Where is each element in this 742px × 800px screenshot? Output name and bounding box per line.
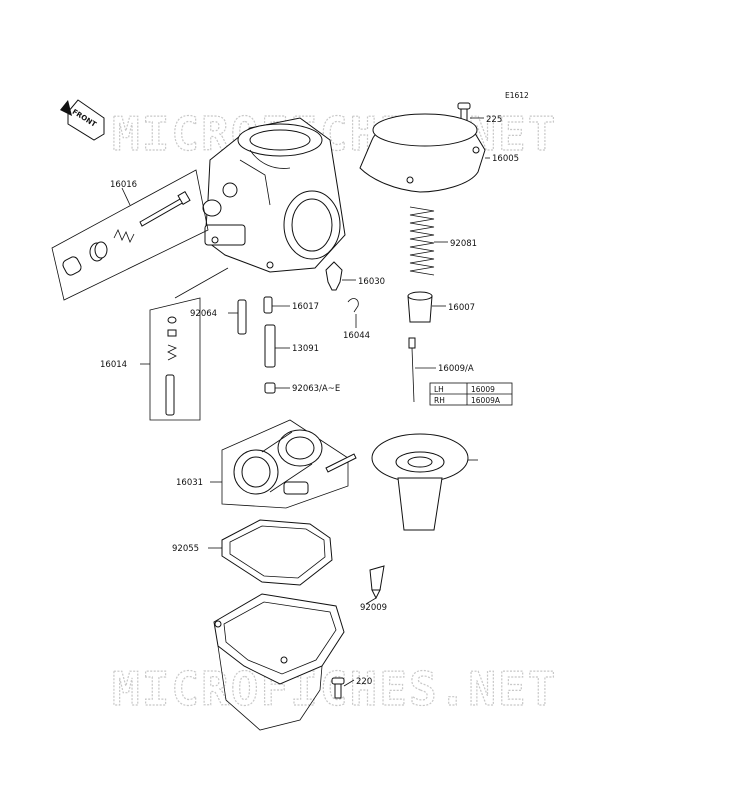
- part-16014-label: 16014: [100, 360, 127, 370]
- part-92055-label: 92055: [172, 544, 199, 554]
- part-16017: 16017: [263, 296, 319, 314]
- float-bowl: [213, 593, 345, 731]
- variant-row-1-side: LH: [434, 385, 444, 394]
- part-92009-label: 92009: [360, 603, 387, 613]
- front-arrow-icon: FRONT: [60, 99, 105, 141]
- part-92081: 92081: [409, 206, 477, 276]
- watermark-bottom: MICROFICHES.NET: [112, 662, 557, 716]
- part-92055: 92055: [172, 519, 333, 586]
- part-16009a-label: 16009/A: [438, 364, 474, 374]
- part-220-label: 220: [356, 677, 372, 687]
- part-16017-label: 16017: [292, 302, 319, 312]
- variant-row-2-part: 16009A: [471, 396, 501, 405]
- part-220: 220: [331, 677, 372, 699]
- part-92009: 92009: [360, 565, 387, 613]
- part-16030-label: 16030: [358, 277, 385, 287]
- part-92081-label: 92081: [450, 239, 477, 249]
- part-16005: 16005: [359, 113, 519, 193]
- part-16044: 16044: [343, 298, 370, 341]
- variant-row-2-side: RH: [434, 396, 445, 405]
- part-16044-label: 16044: [343, 331, 370, 341]
- part-13091: 13091: [264, 324, 319, 368]
- part-16030: 16030: [325, 261, 385, 291]
- carburetor-body: [202, 117, 346, 273]
- part-92063: 92063/A~E: [264, 382, 340, 394]
- diagram-code: E1612: [505, 91, 529, 100]
- part-16016-label: 16016: [110, 180, 137, 190]
- part-16005-label: 16005: [492, 154, 519, 164]
- part-92064-label: 92064: [190, 309, 217, 319]
- part-225-label: 225: [486, 115, 502, 125]
- part-16014-group: 16014: [100, 267, 229, 421]
- part-16009a: 16009/A: [408, 337, 474, 403]
- part-92063-label: 92063/A~E: [292, 384, 340, 394]
- part-16031-label: 16031: [176, 478, 203, 488]
- part-13091-label: 13091: [292, 344, 319, 354]
- part-16007: 16007: [407, 291, 475, 323]
- part-16007-label: 16007: [448, 303, 475, 313]
- part-16126a: [371, 433, 478, 531]
- variant-row-1-part: 16009: [471, 385, 495, 394]
- part-16031-group: 16031: [176, 419, 357, 509]
- variant-table: LH 16009 RH 16009A: [429, 382, 513, 406]
- part-16016-group: 16016: [51, 169, 209, 301]
- part-92064: 92064: [190, 299, 247, 335]
